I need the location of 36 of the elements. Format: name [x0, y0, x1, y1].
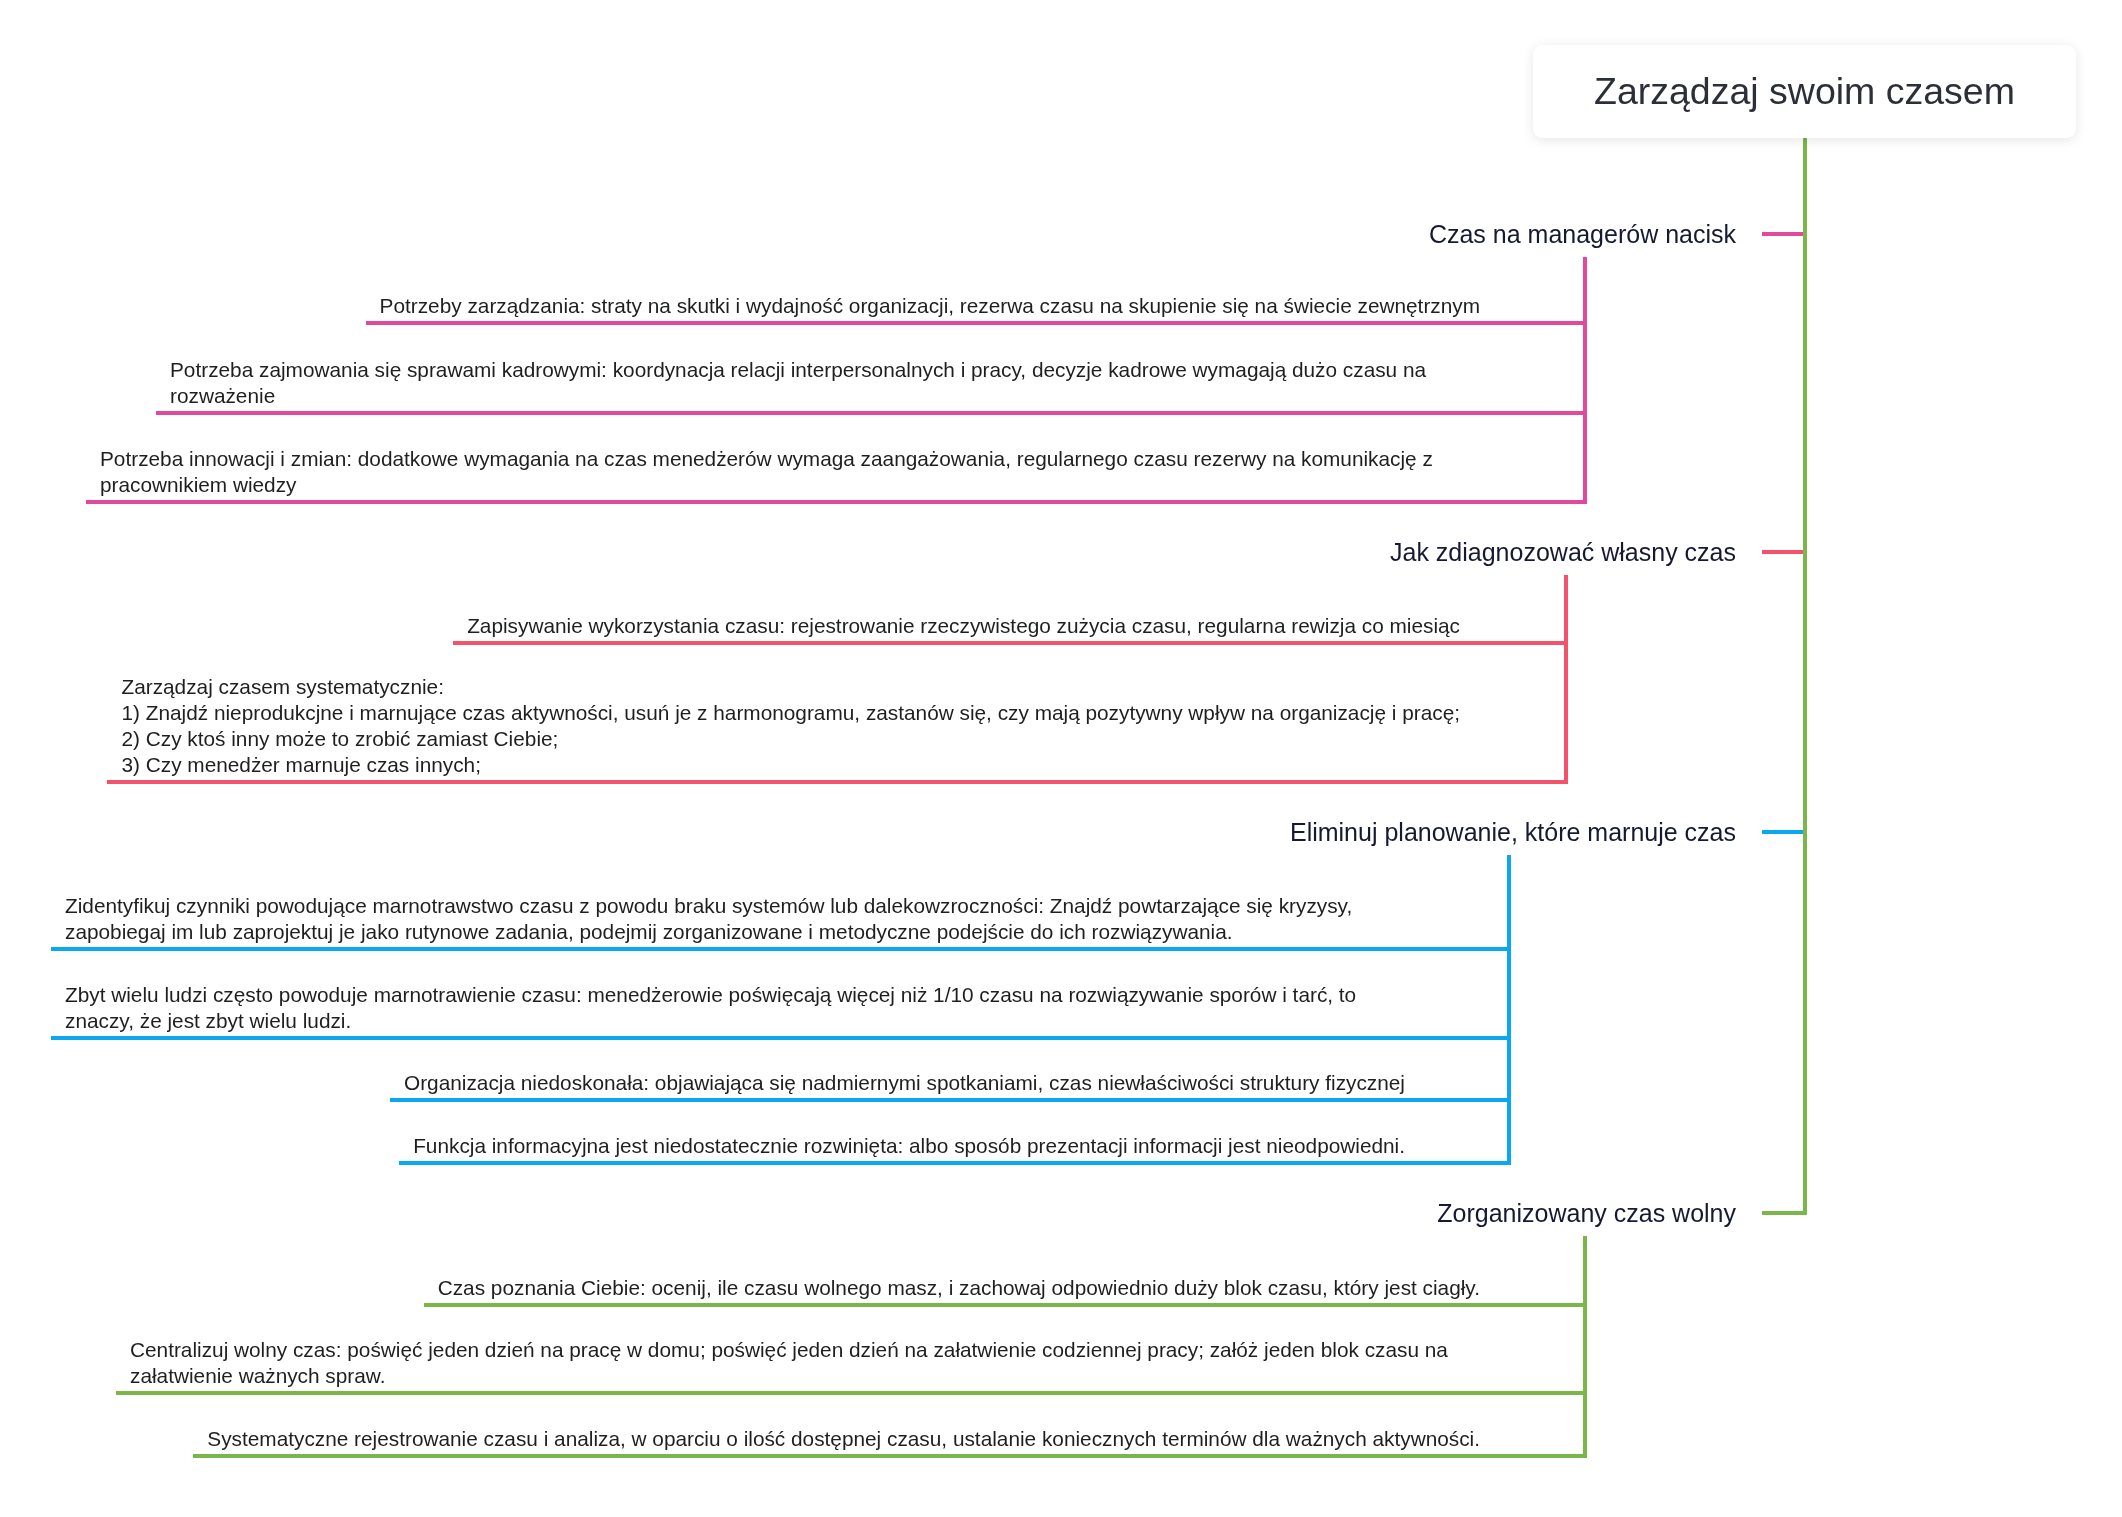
- underlined-note: Funkcja informacyjna jest niedostatecznie rozwinięta: albo sposób prezentacji informacji jest nieodpowiedni.: [399, 1133, 1415, 1165]
- connector-line: [1470, 575, 1568, 784]
- note-line: 2) Czy ktoś inny może to zrobić zamiast Ciebie;: [121, 726, 560, 752]
- underlined-note: Systematyczne rejestrowanie czasu i analiza, w oparciu o ilość dostępnej czasu, ustalanie koniecznych terminów dla ważnych aktywności.: [193, 1426, 1490, 1458]
- connector-line: [1415, 947, 1507, 951]
- connector-line: [1490, 1236, 1587, 1458]
- note-line: 3) Czy menedżer marnuje czas innych;: [121, 752, 482, 778]
- underlined-note: Czas poznania Ciebie: ocenij, ile czasu wolnego masz, i zachowaj odpowiednio duży blok czasu, który jest ciagły.: [423, 1275, 1490, 1307]
- note-heading: Zarządzaj czasem systematycznie:: [121, 674, 445, 700]
- underlined-note: Organizacja niedoskonała: objawiająca się nadmiernymi spotkaniami, czas niewłaściwości struktury fizycznej: [390, 1070, 1415, 1102]
- connector-line: [1415, 1036, 1507, 1040]
- underlined-note: Zidentyfikuj czynniki powodujące marnotrawstwo czasu z powodu braku systemów lub dalekowzroczności: Znajdź powtarzające się kryzysy, zapobiegaj im lub zaprojektuj je jako rutynowe zadania, podejmij zorganizowane i metodyczne podejście do ich rozwiązywania.: [51, 893, 1415, 951]
- connector-line: [1415, 855, 1511, 1165]
- note-line: 1) Znajdź nieprodukcjne i marnujące czas aktywności, usuń je z harmonogramu, zastanów się, czy mają pozytywny wpływ na organizację i pracę;: [121, 700, 1460, 726]
- connector-line: [1762, 232, 1803, 236]
- branch-label: Zorganizowany czas wolny: [1431, 1190, 1762, 1236]
- connector-line: [1762, 550, 1803, 554]
- connector-line: [1762, 138, 1807, 1215]
- branch-label: Czas na managerów nacisk: [1422, 211, 1762, 257]
- connector-line: [1490, 411, 1583, 415]
- connector-line: [1415, 1098, 1507, 1102]
- underlined-note: Centralizuj wolny czas: poświęć jeden dzień na pracę w domu; poświęć jeden dzień na załatwienie codziennej pracy; załóż jeden blok czasu na załatwienie ważnych spraw.: [116, 1337, 1490, 1395]
- branch-label: Eliminuj planowanie, które marnuje czas: [1283, 809, 1762, 855]
- connector-line: [1490, 1391, 1583, 1395]
- underlined-note: Potrzeby zarządzania: straty na skutki i wydajność organizacji, rezerwa czasu na skupienie się na świecie zewnętrznym: [365, 293, 1490, 325]
- underlined-note: Potrzeba innowacji i zmian: dodatkowe wymagania na czas menedżerów wymaga zaangażowania, regularnego czasu rezerwy na komunikację z pracownikiem wiedzy: [86, 446, 1490, 504]
- connector-line: [1490, 257, 1587, 504]
- connector-line: [1470, 641, 1564, 645]
- branch-label: Jak zdiagnozować własny czas: [1384, 529, 1762, 575]
- connector-line: [1762, 830, 1803, 834]
- topic-box: Zarządzaj swoim czasem: [1533, 45, 2076, 138]
- connector-line: [1490, 1303, 1583, 1307]
- underlined-note: Zapisywanie wykorzystania czasu: rejestrowanie rzeczywistego zużycia czasu, regularna rewizja co miesiąc: [453, 613, 1470, 645]
- connector-line: [1490, 321, 1583, 325]
- underlined-note: Potrzeba zajmowania się sprawami kadrowymi: koordynacja relacji interpersonalnych i pracy, decyzje kadrowe wymagają dużo czasu na rozważenie: [156, 357, 1490, 415]
- underlined-note: Zbyt wielu ludzi często powoduje marnotrawienie czasu: menedżerowie poświęcają więcej niż 1/10 czasu na rozwiązywanie sporów i tarć, to znaczy, że jest zbyt wielu ludzi.: [51, 982, 1415, 1040]
